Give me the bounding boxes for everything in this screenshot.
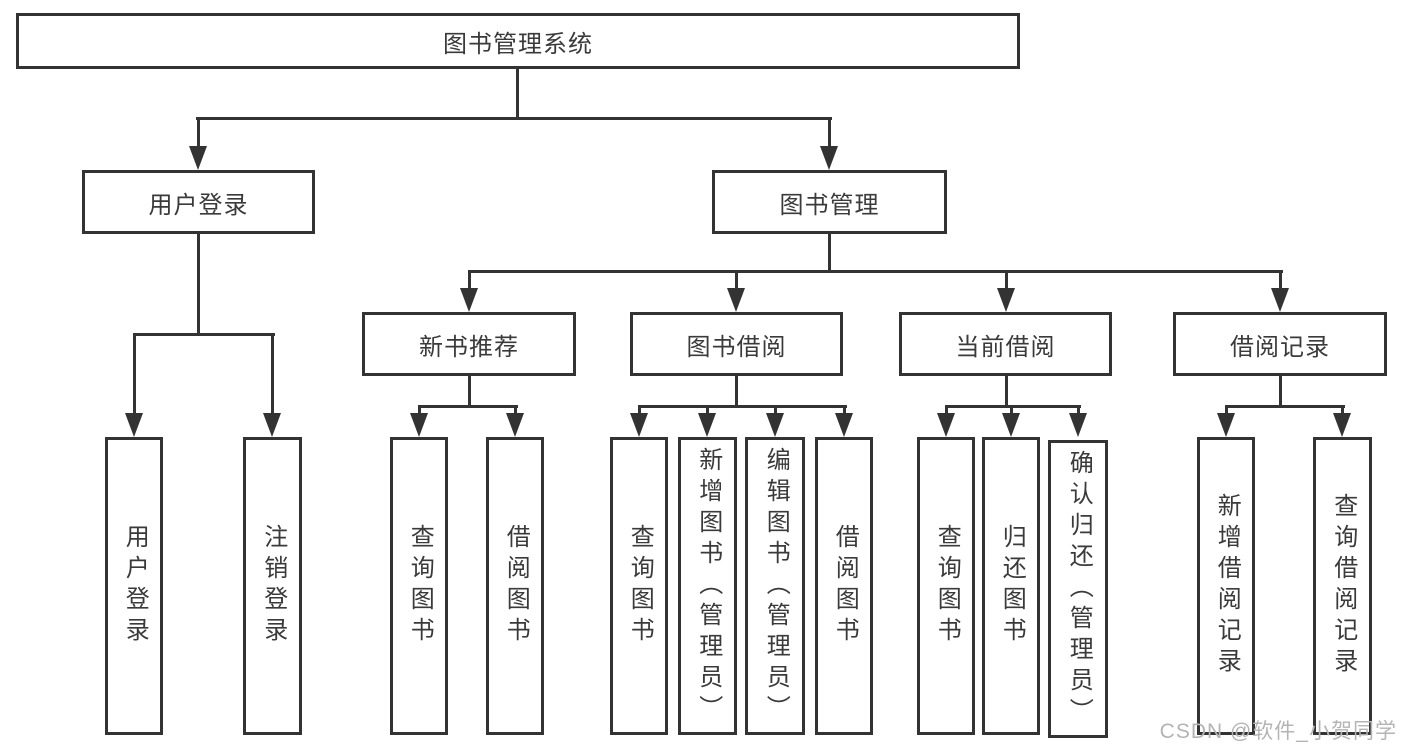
node-current-borrowing-label: 当前借阅 xyxy=(955,333,1056,361)
node-user-login: 用户登录 xyxy=(82,170,315,234)
connector-line xyxy=(197,234,200,335)
leaf-bb-borrow-books-label: 借阅图书 xyxy=(831,524,859,648)
arrow-down-icon xyxy=(820,146,838,170)
leaf-bb-add-books: 新增图书（管理员） xyxy=(678,437,737,735)
leaf-cb-query-books-label: 查询图书 xyxy=(933,524,961,648)
node-new-book-recommend-label: 新书推荐 xyxy=(419,333,519,361)
connector-line xyxy=(1279,271,1282,292)
arrow-down-icon xyxy=(1069,413,1087,437)
node-root: 图书管理系统 xyxy=(16,13,1020,69)
leaf-cb-query-books: 查询图书 xyxy=(917,437,975,735)
arrow-down-icon xyxy=(263,413,281,437)
connector-line xyxy=(468,270,1283,273)
leaf-br-query-record-label: 查询借阅记录 xyxy=(1329,493,1357,679)
connector-line xyxy=(1225,405,1345,408)
watermark: CSDN @软件_小贺同学 xyxy=(1159,720,1397,743)
node-book-management: 图书管理 xyxy=(712,170,947,234)
arrow-down-icon xyxy=(835,413,853,437)
connector-line xyxy=(843,406,846,417)
connector-line xyxy=(638,405,847,408)
leaf-user-login-label: 用户登录 xyxy=(121,524,149,648)
arrow-down-icon xyxy=(506,413,524,437)
connector-line xyxy=(1341,406,1344,417)
connector-line xyxy=(1005,376,1008,408)
connector-line xyxy=(945,406,948,417)
leaf-cb-return-books: 归还图书 xyxy=(982,437,1040,735)
connector-line xyxy=(1225,406,1228,417)
connector-line xyxy=(418,405,518,408)
connector-line xyxy=(735,271,738,292)
arrow-down-icon xyxy=(460,288,478,312)
arrow-down-icon xyxy=(410,413,428,437)
arrow-down-icon xyxy=(630,413,648,437)
leaf-bb-add-books-label: 新增图书（管理员） xyxy=(694,446,722,726)
arrow-down-icon xyxy=(125,413,143,437)
connector-line xyxy=(468,271,471,292)
leaf-nbr-query-books-label: 查询图书 xyxy=(406,524,434,648)
connector-line xyxy=(516,69,519,119)
connector-line xyxy=(133,333,275,336)
node-book-borrowing: 图书借阅 xyxy=(630,312,843,376)
leaf-bb-edit-books-label: 编辑图书（管理员） xyxy=(762,446,790,726)
arrow-down-icon xyxy=(727,288,745,312)
connector-line xyxy=(514,406,517,417)
node-user-login-label: 用户登录 xyxy=(148,191,249,219)
leaf-cb-confirm-return-label: 确认归还（管理员） xyxy=(1065,449,1093,729)
arrow-down-icon xyxy=(766,413,784,437)
node-book-borrowing-label: 图书借阅 xyxy=(686,333,787,361)
arrow-down-icon xyxy=(698,413,716,437)
connector-line xyxy=(1279,376,1282,408)
connector-line xyxy=(197,117,200,150)
node-book-management-label: 图书管理 xyxy=(779,191,880,219)
node-root-label: 图书管理系统 xyxy=(443,30,593,58)
leaf-br-query-record: 查询借阅记录 xyxy=(1313,437,1372,735)
leaf-br-add-record-label: 新增借阅记录 xyxy=(1213,493,1241,679)
connector-line xyxy=(1010,406,1013,417)
connector-line xyxy=(1005,271,1008,292)
node-current-borrowing: 当前借阅 xyxy=(899,312,1112,376)
node-borrowing-records-label: 借阅记录 xyxy=(1230,333,1330,361)
leaf-bb-edit-books: 编辑图书（管理员） xyxy=(745,437,805,735)
node-new-book-recommend: 新书推荐 xyxy=(362,312,576,376)
connector-line xyxy=(735,376,738,408)
connector-line xyxy=(638,406,641,417)
leaf-bb-query-books: 查询图书 xyxy=(610,437,668,735)
arrow-down-icon xyxy=(937,413,955,437)
leaf-nbr-borrow-books-label: 借阅图书 xyxy=(502,524,530,648)
leaf-cb-confirm-return: 确认归还（管理员） xyxy=(1048,440,1108,738)
leaf-logout: 注销登录 xyxy=(243,437,302,735)
leaf-cb-return-books-label: 归还图书 xyxy=(998,524,1026,648)
connector-line xyxy=(418,406,421,417)
arrow-down-icon xyxy=(1333,413,1351,437)
connector-line xyxy=(945,405,1081,408)
node-borrowing-records: 借阅记录 xyxy=(1173,312,1387,376)
arrow-down-icon xyxy=(1271,288,1289,312)
connector-line xyxy=(133,334,136,417)
connector-line xyxy=(196,117,832,120)
arrow-down-icon xyxy=(997,288,1015,312)
connector-line xyxy=(271,334,274,417)
connector-line xyxy=(468,376,471,408)
connector-line xyxy=(774,406,777,417)
arrow-down-icon xyxy=(1217,413,1235,437)
leaf-bb-borrow-books: 借阅图书 xyxy=(815,437,873,735)
leaf-nbr-borrow-books: 借阅图书 xyxy=(486,437,544,735)
connector-line xyxy=(828,234,831,273)
leaf-logout-label: 注销登录 xyxy=(259,524,287,648)
connector-line xyxy=(706,406,709,417)
arrow-down-icon xyxy=(1002,413,1020,437)
connector-line xyxy=(828,117,831,150)
leaf-nbr-query-books: 查询图书 xyxy=(390,437,448,735)
leaf-br-add-record: 新增借阅记录 xyxy=(1197,437,1255,735)
arrow-down-icon xyxy=(189,146,207,170)
connector-line xyxy=(1077,406,1080,417)
leaf-user-login: 用户登录 xyxy=(105,437,163,735)
leaf-bb-query-books-label: 查询图书 xyxy=(626,524,654,648)
